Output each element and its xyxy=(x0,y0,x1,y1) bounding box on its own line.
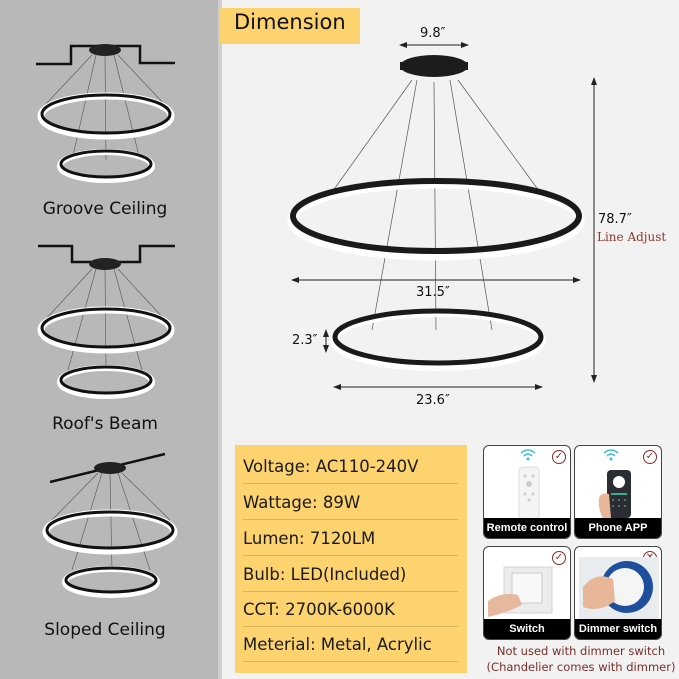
remote-control-icon xyxy=(518,466,540,520)
total-height-label: 78.7″ xyxy=(598,212,632,227)
control-card-switch: ✓ Switch xyxy=(483,546,571,640)
spec-voltage: Voltage: AC110-240V xyxy=(243,450,458,484)
dimmer-note-line1: Not used with dimmer switch xyxy=(496,644,666,658)
dimmer-knob-icon xyxy=(579,557,659,619)
small-ring-diameter-label: 23.6″ xyxy=(416,393,450,408)
control-card-dimmer-switch: ✕ Dimmer switch xyxy=(574,546,662,640)
roofs-beam-illustration xyxy=(37,244,175,399)
control-label-dimmer-switch: Dimmer switch xyxy=(575,619,661,639)
mount-label-roofs-beam: Roof's Beam xyxy=(52,414,158,434)
line-adjust-note: Line Adjust xyxy=(597,230,667,244)
check-icon: ✓ xyxy=(552,551,566,565)
spec-bulb: Bulb: LED(Included) xyxy=(243,558,458,592)
large-ring-diameter-label: 31.5″ xyxy=(416,285,450,300)
ring-height-label: 2.3″ xyxy=(292,333,318,348)
control-label-switch: Switch xyxy=(484,619,570,639)
mount-label-sloped: Sloped Ceiling xyxy=(44,620,166,640)
panel-divider xyxy=(218,0,222,679)
wifi-icon xyxy=(520,449,536,461)
dimension-title: Dimension xyxy=(234,10,346,34)
dimmer-note-line2: (Chandelier comes with dimmer) xyxy=(486,660,676,674)
wall-switch-icon xyxy=(488,566,553,617)
canopy-width-label: 9.8″ xyxy=(420,26,446,41)
spec-lumen: Lumen: 7120LM xyxy=(243,522,458,556)
control-label-remote: Remote control xyxy=(484,518,570,538)
dimension-diagram xyxy=(287,42,597,390)
groove-ceiling-illustration xyxy=(36,44,175,183)
spec-material: Meterial: Metal, Acrylic xyxy=(243,628,458,662)
sloped-ceiling-illustration xyxy=(42,452,178,598)
spec-wattage: Wattage: 89W xyxy=(243,486,458,520)
control-label-phone-app: Phone APP xyxy=(575,518,661,538)
smartphone-icon xyxy=(598,470,631,518)
check-icon: ✓ xyxy=(552,450,566,464)
check-icon: ✓ xyxy=(643,450,657,464)
spec-cct: CCT: 2700K-6000K xyxy=(243,593,458,627)
wifi-icon xyxy=(603,449,619,461)
control-card-remote: ✓ Remote control xyxy=(483,445,571,539)
mount-label-groove: Groove Ceiling xyxy=(42,199,168,219)
control-card-phone-app: ✓ Phone APP xyxy=(574,445,662,539)
mounting-types-panel xyxy=(0,0,218,679)
dimension-title-box xyxy=(220,8,360,44)
